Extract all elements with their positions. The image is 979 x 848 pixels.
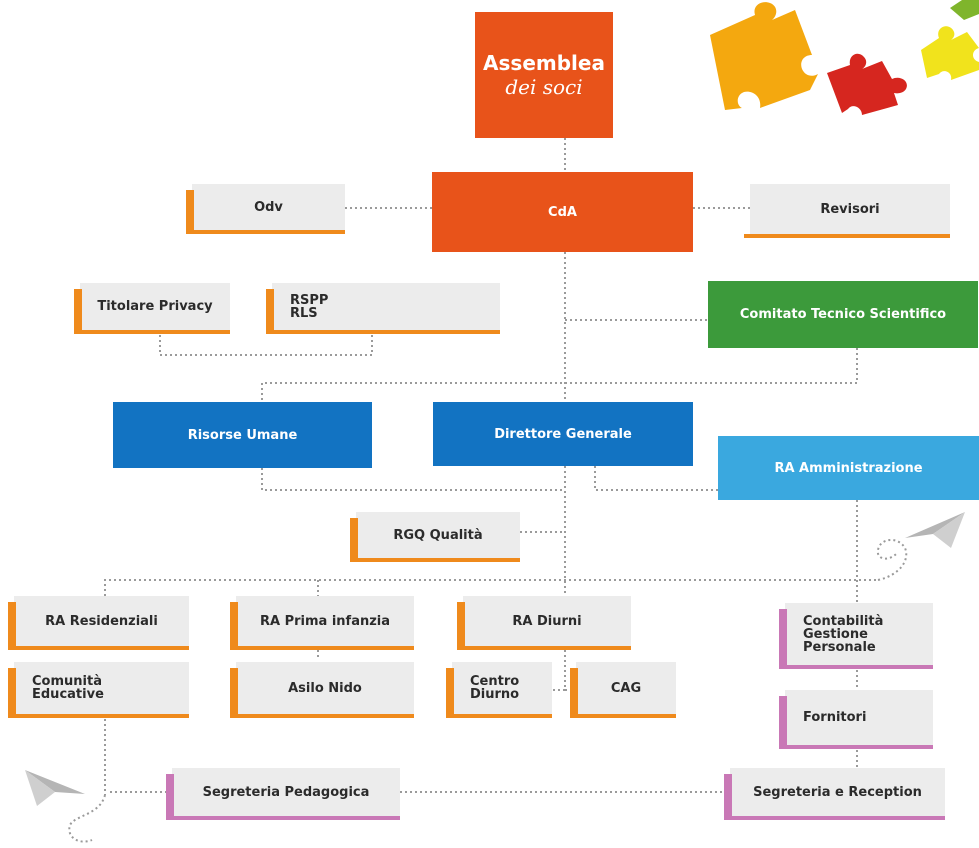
node-titolare-privacy: Titolare Privacy	[74, 283, 230, 334]
node-ra-residenziali: RA Residenziali	[8, 596, 189, 650]
node-contabilita-gestione-personale: Contabilità Gestione Personale	[779, 603, 933, 669]
assemblea-subtitle: dei soci	[505, 75, 583, 99]
risorse-umane-label: Risorse Umane	[187, 427, 298, 443]
segreteria-pedagogica-label: Segreteria Pedagogica	[202, 784, 370, 800]
node-cda: CdA	[432, 172, 693, 252]
contabilita-line1: Contabilità	[803, 613, 884, 629]
rgq-label: RGQ Qualità	[393, 527, 483, 543]
node-segreteria-reception: Segreteria e Reception	[724, 768, 945, 820]
node-comitato-tecnico-scientifico: Comitato Tecnico Scientifico	[708, 281, 978, 348]
centro-diurno-line1: Centro	[470, 674, 520, 689]
revisori-label: Revisori	[820, 201, 880, 217]
node-ra-diurni: RA Diurni	[457, 596, 631, 650]
odv-label: Odv	[254, 199, 283, 215]
ra-amministrazione-label: RA Amministrazione	[774, 460, 923, 476]
paper-plane-icon	[905, 512, 965, 548]
rspp-label: RSPP	[290, 292, 329, 308]
node-asilo-nido: Asilo Nido	[230, 662, 414, 718]
node-odv: Odv	[186, 184, 345, 234]
asilo-nido-label: Asilo Nido	[288, 680, 362, 696]
comunita-line2: Educative	[32, 687, 104, 702]
node-fornitori: Fornitori	[779, 690, 933, 749]
paper-plane-icon	[25, 770, 85, 806]
cda-label: CdA	[548, 204, 577, 220]
ra-residenziali-label: RA Residenziali	[45, 613, 158, 629]
node-ra-amministrazione: RA Amministrazione	[718, 436, 979, 500]
node-direttore-generale: Direttore Generale	[433, 402, 693, 466]
node-ra-prima-infanzia: RA Prima infanzia	[230, 596, 414, 650]
puzzle-piece-orange-icon	[710, 2, 818, 110]
fornitori-label: Fornitori	[803, 710, 867, 725]
node-revisori: Revisori	[744, 184, 950, 238]
direttore-label: Direttore Generale	[494, 426, 632, 442]
node-comunita-educative: Comunità Educative	[8, 662, 189, 718]
titolare-privacy-label: Titolare Privacy	[97, 299, 213, 314]
assemblea-title: Assemblea	[483, 51, 605, 75]
ra-prima-infanzia-label: RA Prima infanzia	[259, 613, 391, 629]
node-segreteria-pedagogica: Segreteria Pedagogica	[166, 768, 400, 820]
ra-diurni-label: RA Diurni	[512, 613, 582, 629]
node-assemblea-dei-soci: Assemblea dei soci	[475, 12, 613, 138]
comitato-label: Comitato Tecnico Scientifico	[739, 307, 947, 322]
puzzle-piece-green-icon	[950, 0, 979, 20]
puzzle-piece-red-icon	[827, 53, 907, 115]
rls-label: RLS	[290, 305, 318, 321]
segreteria-reception-label: Segreteria e Reception	[753, 784, 922, 800]
node-rspp-rls: RSPP RLS	[266, 283, 500, 334]
contabilita-line2: Gestione	[803, 626, 868, 642]
node-risorse-umane: Risorse Umane	[113, 402, 372, 468]
centro-diurno-line2: Diurno	[470, 687, 520, 702]
node-rgq-qualita: RGQ Qualità	[350, 512, 520, 562]
node-centro-diurno: Centro Diurno	[446, 662, 552, 718]
node-cag: CAG	[570, 662, 676, 718]
comunita-line1: Comunità	[32, 674, 102, 689]
contabilita-line3: Personale	[803, 639, 876, 655]
cag-label: CAG	[610, 680, 642, 696]
puzzle-piece-yellow-icon	[921, 26, 979, 80]
